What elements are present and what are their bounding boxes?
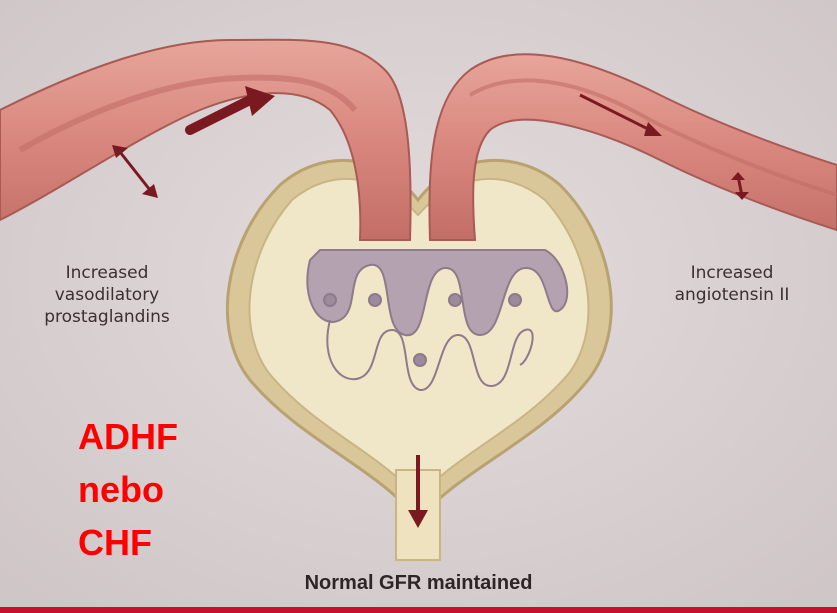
overlay-line-2: nebo [78,463,178,516]
overlay-line-3: CHF [78,516,178,569]
caption: Normal GFR maintained [0,572,837,595]
angiotensin-label: Increased angiotensin II [642,262,822,306]
condition-overlay: ADHF nebo CHF [78,410,178,569]
right-label-line-1: Increased [642,262,822,284]
right-label-line-2: angiotensin II [642,284,822,306]
left-label-line-3: prostaglandins [12,306,202,328]
left-label-line-2: vasodilatory [12,284,202,306]
accent-bar [0,607,837,613]
left-label-line-1: Increased [12,262,202,284]
vasodilatory-prostaglandins-label: Increased vasodilatory prostaglandins [12,262,202,328]
overlay-line-1: ADHF [78,410,178,463]
